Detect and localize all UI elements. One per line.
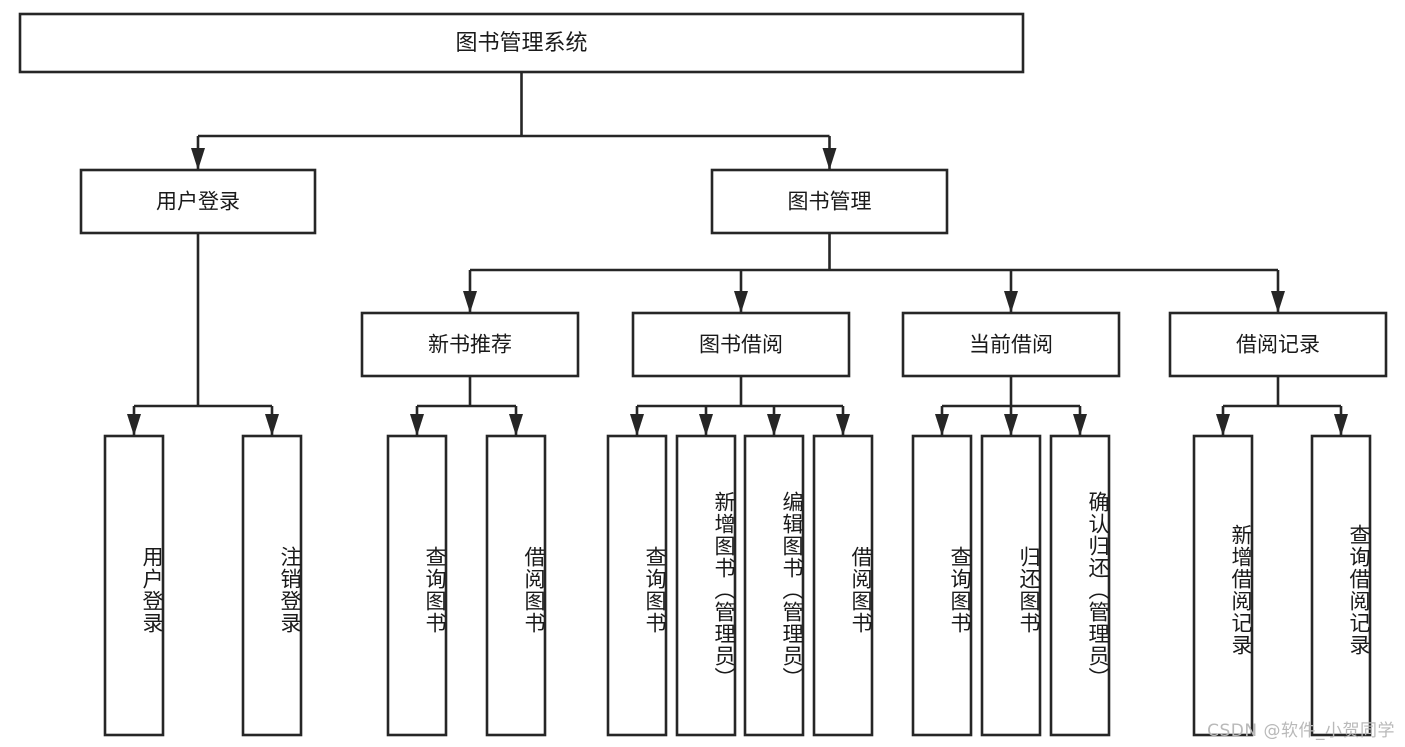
node-book-manage[interactable]: 图书管理 (710, 168, 949, 235)
arrow-to-book-manage (822, 148, 837, 170)
node-box (1192, 434, 1254, 737)
node-box (980, 434, 1042, 737)
node-box (1310, 434, 1372, 737)
node-box (675, 434, 737, 737)
node-return-book[interactable] (980, 434, 1042, 737)
node-box (386, 434, 448, 737)
node-current-borrow[interactable]: 当前借阅 (901, 311, 1121, 378)
node-add-borrow-record[interactable] (1192, 434, 1254, 737)
arrow-to-user-login (191, 148, 205, 170)
node-query-book-2[interactable] (606, 434, 668, 737)
node-label: 新书推荐 (428, 333, 512, 357)
node-label: 用户登录 (156, 190, 240, 214)
node-box (103, 434, 165, 737)
node-box (360, 311, 580, 378)
node-label: 图书借阅 (699, 333, 783, 357)
node-label: 当前借阅 (969, 333, 1053, 357)
node-box (485, 434, 547, 737)
arrow-to-current-borrow (1004, 291, 1018, 313)
node-box (901, 311, 1121, 378)
node-borrow-book-2[interactable] (812, 434, 874, 737)
node-query-book-3[interactable] (911, 434, 973, 737)
node-user-login-do[interactable] (103, 434, 165, 737)
node-box (743, 434, 805, 737)
arrow-to-borrow-book-2 (836, 414, 850, 436)
node-box (631, 311, 851, 378)
node-box (241, 434, 303, 737)
arrow-to-new-book-rec (463, 291, 477, 313)
arrow-to-user-login-do (127, 414, 141, 436)
node-label: 图书管理系统 (455, 31, 587, 56)
node-borrow-record[interactable]: 借阅记录 (1168, 311, 1388, 378)
node-root[interactable]: 图书管理系统 (18, 12, 1025, 74)
arrow-to-query-book-3 (935, 414, 949, 436)
node-add-book[interactable] (675, 434, 737, 737)
connectors-layer (127, 72, 1348, 436)
node-label: 图书管理 (788, 190, 872, 214)
arrow-to-add-book (699, 414, 713, 436)
node-box (710, 168, 949, 235)
node-user-logout[interactable] (241, 434, 303, 737)
node-book-borrow[interactable]: 图书借阅 (631, 311, 851, 378)
arrow-to-add-borrow-record (1216, 414, 1230, 436)
arrow-to-borrow-book-1 (509, 414, 523, 436)
arrow-to-query-book-1 (410, 414, 424, 436)
node-box (606, 434, 668, 737)
node-query-borrow-record[interactable] (1310, 434, 1372, 737)
arrow-to-query-borrow-record (1334, 414, 1348, 436)
node-edit-book[interactable] (743, 434, 805, 737)
node-box (1049, 434, 1111, 737)
arrow-to-confirm-return (1073, 414, 1087, 436)
arrow-to-query-book-2 (630, 414, 644, 436)
arrow-to-edit-book (767, 414, 781, 436)
arrow-to-borrow-record (1271, 291, 1285, 313)
node-borrow-book-1[interactable] (485, 434, 547, 737)
node-label: 借阅记录 (1236, 333, 1320, 357)
node-new-book-rec[interactable]: 新书推荐 (360, 311, 580, 378)
arrow-to-book-borrow (734, 291, 748, 313)
arrow-to-user-logout (265, 414, 279, 436)
arrow-to-return-book (1004, 414, 1018, 436)
node-box (1168, 311, 1388, 378)
node-query-book-1[interactable] (386, 434, 448, 737)
watermark-text: CSDN @软件_小贺同学 (1207, 721, 1395, 741)
node-box (812, 434, 874, 737)
node-box (18, 12, 1025, 74)
node-user-login[interactable]: 用户登录 (79, 168, 317, 235)
node-box (79, 168, 317, 235)
node-box (911, 434, 973, 737)
node-confirm-return[interactable] (1049, 434, 1111, 737)
